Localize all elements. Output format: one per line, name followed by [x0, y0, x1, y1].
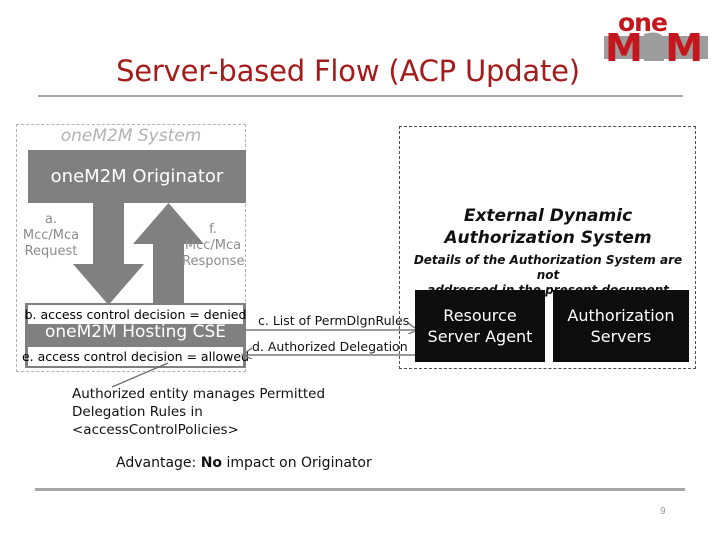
advantage-text: Advantage: No impact on Originator	[116, 455, 372, 471]
authorization-servers-line-1: Authorization	[567, 306, 675, 325]
logo-one-text: one	[618, 8, 668, 37]
page-number: 9	[660, 506, 666, 517]
access-denied-strip: b. access control decision = denied	[24, 305, 247, 324]
logo-digit-two: 2	[640, 26, 667, 70]
response-flow-line-3: Response	[182, 254, 245, 269]
advantage-rest: impact on Originator	[222, 455, 372, 471]
logo-m2m-text: M2M	[605, 26, 703, 70]
acp-note-line-1: Authorized entity manages Permitted	[72, 386, 326, 402]
response-flow-label: f. Mcc/Mca Response	[182, 222, 244, 270]
logo-m-right: M	[665, 26, 703, 70]
request-flow-line-3: Request	[24, 244, 78, 259]
advantage-bold-word: No	[200, 455, 223, 471]
onem2m-system-boundary	[16, 124, 246, 372]
access-allowed-strip: e. access control decision = allowed	[21, 347, 250, 366]
acp-note: Authorized entity manages Permitted Dele…	[72, 385, 362, 439]
response-flow-line-2: Mcc/Mca	[184, 238, 242, 253]
page-title: Server-based Flow (ACP Update)	[116, 54, 580, 88]
authorization-servers-box: Authorization Servers	[553, 290, 689, 362]
request-flow-line-1: a.	[44, 212, 58, 227]
onem2m-logo: one M2M	[604, 10, 708, 68]
onem2m-originator-box: oneM2M Originator	[28, 150, 246, 203]
connector-d-label: d. Authorized Delegation	[252, 339, 408, 354]
response-flow-line-1: f.	[209, 222, 217, 237]
connector-c-label: c. List of PermDlgnRules	[258, 313, 410, 328]
request-flow-line-2: Mcc/Mca	[22, 228, 80, 243]
request-flow-label: a. Mcc/Mca Request	[22, 212, 80, 260]
logo-m-left: M	[605, 26, 643, 70]
title-divider	[38, 95, 683, 97]
external-system-title-line-1: External Dynamic	[463, 206, 633, 226]
external-system-subtitle-line-1: Details of the Authorization System are …	[413, 253, 683, 282]
logo-gray-band	[604, 36, 708, 59]
resource-server-agent-box: Resource Server Agent	[415, 290, 545, 362]
resource-server-agent-line-2: Server Agent	[427, 327, 533, 346]
external-system-title: External Dynamic Authorization System	[409, 205, 687, 249]
onem2m-hosting-cse-box: b. access control decision = denied oneM…	[21, 303, 250, 368]
note-callout-line	[110, 362, 170, 388]
external-authorization-system-boundary	[399, 126, 696, 369]
request-down-arrow-icon	[71, 202, 146, 306]
onem2m-system-label: oneM2M System	[60, 126, 202, 146]
authorization-servers-line-2: Servers	[590, 327, 652, 346]
connector-d-arrow-icon	[233, 337, 424, 360]
footer-divider	[35, 488, 685, 491]
resource-server-agent-line-1: Resource	[443, 306, 517, 325]
onem2m-originator-label: oneM2M Originator	[50, 166, 224, 187]
response-up-arrow-icon	[131, 202, 206, 306]
acp-note-line-2: Delegation Rules in <accessControlPolici…	[72, 404, 239, 438]
advantage-prefix: Advantage:	[116, 455, 201, 471]
onem2m-hosting-cse-label: oneM2M Hosting CSE	[45, 322, 226, 342]
external-system-title-line-2: Authorization System	[444, 228, 652, 248]
